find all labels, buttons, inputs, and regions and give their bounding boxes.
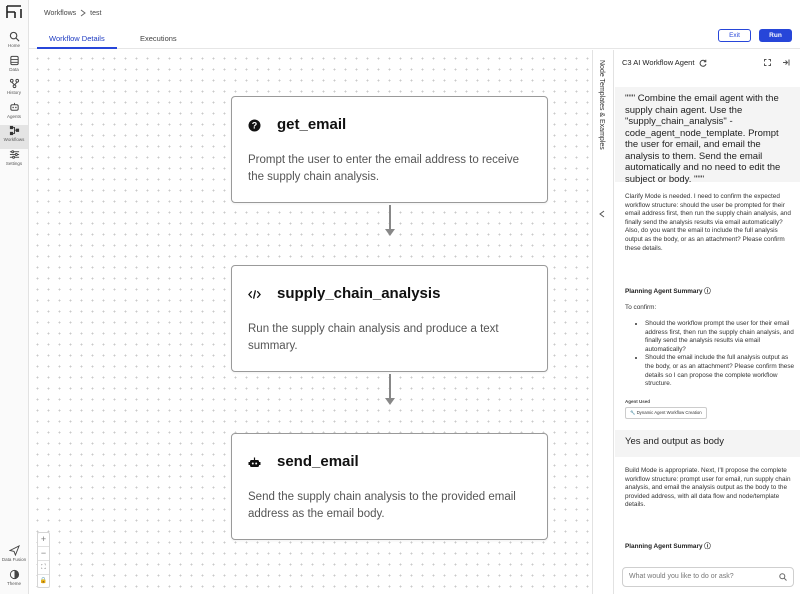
planning-agent-summary-heading[interactable]: Planning Agent Summary ⓘ [625, 288, 711, 295]
connector-line [389, 374, 391, 399]
chat-input[interactable]: What would you like to do or ask? [622, 567, 794, 587]
sidebar-item-theme[interactable]: Theme [0, 569, 28, 593]
top-bar: Workflows test Workflow Details Executio… [29, 0, 800, 49]
sidebar-item-label: Data Fusion [1, 557, 27, 562]
node-description: Send the supply chain analysis to the pr… [248, 491, 516, 520]
sidebar-item-history[interactable]: History [0, 78, 28, 102]
user-message: """ Combine the email agent with the sup… [615, 87, 800, 185]
breadcrumb-current: test [90, 9, 102, 17]
chevron-left-icon[interactable] [599, 210, 605, 218]
node-description: Run the supply chain analysis and produc… [248, 323, 499, 352]
theme-icon [9, 569, 19, 580]
to-confirm-label: To confirm: [625, 304, 657, 311]
zoom-out-button[interactable]: − [38, 547, 49, 561]
workflow-node[interactable]: supply_chain_analysis Run the supply cha… [231, 265, 548, 372]
agent-reply: Build Mode is appropriate. Next, I'll pr… [625, 467, 791, 509]
database-icon [9, 55, 19, 66]
workflow-node[interactable]: send_email Send the supply chain analysi… [231, 433, 548, 540]
list-item: Should the workflow prompt the user for … [645, 320, 795, 354]
chat-input-placeholder: What would you like to do or ask? [629, 573, 734, 580]
left-sidebar: Home Data History Agents Workflows Setti… [0, 0, 29, 594]
confirm-list: Should the workflow prompt the user for … [635, 320, 795, 389]
planning-agent-summary-heading[interactable]: Planning Agent Summary ⓘ [625, 543, 711, 550]
workflows-icon [9, 125, 19, 136]
svg-text:?: ? [252, 121, 258, 131]
chevron-right-icon [80, 9, 86, 17]
fit-view-button[interactable]: ⛶ [38, 561, 49, 575]
collapse-panel-icon[interactable] [782, 59, 790, 66]
user-message-text: """ Combine the email agent with the sup… [625, 93, 781, 185]
panel-header: C3 AI Workflow Agent [622, 58, 707, 67]
c3-logo-icon [6, 5, 22, 18]
connector-line [389, 205, 391, 230]
search-icon [9, 31, 19, 42]
node-description: Prompt the user to enter the email addre… [248, 154, 520, 183]
panel-title: C3 AI Workflow Agent [622, 58, 695, 67]
sidebar-item-label: Workflows [3, 137, 25, 142]
agent-used-value: Dynamic Agent Workflow Creation [636, 410, 702, 415]
sidebar-item-home[interactable]: Home [0, 31, 28, 55]
workflow-canvas[interactable]: ? get_email Prompt the user to enter the… [29, 50, 592, 594]
sidebar-item-label: Theme [6, 581, 21, 586]
breadcrumb-parent[interactable]: Workflows [44, 9, 77, 17]
workflow-node[interactable]: ? get_email Prompt the user to enter the… [231, 96, 548, 203]
connector-arrow-icon [385, 229, 395, 236]
tab-workflow-details[interactable]: Workflow Details [37, 34, 117, 49]
tab-executions[interactable]: Executions [140, 34, 177, 43]
run-button[interactable]: Run [759, 29, 792, 42]
sidebar-item-label: Settings [5, 161, 23, 166]
send-icon [8, 545, 20, 556]
connector-arrow-icon [385, 398, 395, 405]
user-message-text: Yes and output as body [625, 436, 724, 447]
search-icon[interactable] [779, 573, 787, 581]
settings-icon [9, 150, 19, 159]
sidebar-item-label: Data [9, 67, 19, 72]
list-item: Should the email include the full analys… [645, 354, 795, 388]
refresh-icon[interactable] [699, 59, 707, 67]
code-icon [248, 290, 261, 299]
sidebar-item-settings[interactable]: Settings [0, 149, 28, 173]
robot-icon [248, 457, 261, 467]
sidebar-item-label: History [6, 90, 21, 95]
sidebar-item-workflows[interactable]: Workflows [0, 125, 28, 149]
node-templates-rail[interactable]: Node Templates & Examples [592, 50, 614, 594]
exit-button[interactable]: Exit [718, 29, 751, 42]
agent-reply: Clarify Mode is needed. I need to confir… [625, 193, 791, 252]
workflow-agent-panel: C3 AI Workflow Agent """ Combine the ema… [615, 50, 800, 594]
agent-used-chip[interactable]: 🔧 Dynamic Agent Workflow Creation [625, 407, 707, 419]
zoom-in-button[interactable]: + [38, 533, 49, 547]
user-message: Yes and output as body [615, 430, 800, 457]
wrench-icon: 🔧 [630, 410, 636, 415]
node-title: get_email [277, 116, 347, 133]
sidebar-item-data[interactable]: Data [0, 55, 28, 79]
breadcrumb: Workflows test [44, 9, 101, 17]
sidebar-item-data-fusion[interactable]: Data Fusion [0, 545, 28, 569]
question-icon: ? [248, 119, 261, 132]
zoom-controls: + − ⛶ 🔒 [37, 532, 50, 588]
node-templates-label: Node Templates & Examples [598, 60, 605, 150]
sidebar-item-label: Agents [6, 114, 21, 119]
lock-button[interactable]: 🔒 [39, 578, 48, 584]
node-title: send_email [277, 453, 359, 470]
history-icon [9, 78, 19, 89]
agent-used-label: Agent Used [625, 399, 651, 404]
node-title: supply_chain_analysis [277, 285, 441, 302]
agents-icon [9, 102, 19, 111]
sidebar-item-label: Home [7, 43, 20, 48]
sidebar-item-agents[interactable]: Agents [0, 102, 28, 126]
expand-icon[interactable] [764, 59, 771, 66]
